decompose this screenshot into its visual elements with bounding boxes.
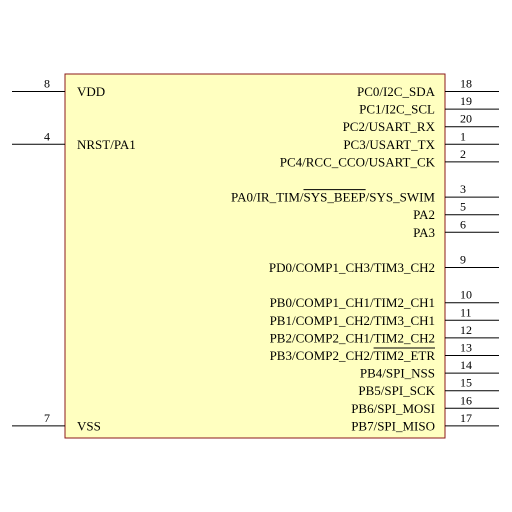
pin-number: 14 [460, 358, 472, 372]
pin-number: 8 [44, 77, 50, 91]
pin-number: 5 [460, 200, 466, 214]
pin-label: PB0/COMP1_CH1/TIM2_CH1 [270, 295, 435, 310]
pin-number: 17 [460, 411, 472, 425]
pin-label: NRST/PA1 [77, 137, 136, 152]
pin-label: PC2/USART_RX [343, 119, 436, 134]
pin-label: PB4/SPI_NSS [360, 366, 435, 381]
pin-label: PC4/RCC_CCO/USART_CK [280, 154, 436, 169]
pin-number: 7 [44, 411, 50, 425]
pin-label: PC1/I2C_SCL [359, 102, 435, 117]
pin-number: 6 [460, 217, 466, 231]
pin-number: 11 [460, 305, 472, 319]
pin-label: PD0/COMP1_CH3/TIM3_CH2 [269, 260, 435, 275]
ic-body [64, 73, 446, 439]
pin-label: PB3/COMP2_CH2/TIM2_ETR [270, 348, 436, 363]
pin-label: PB5/SPI_SCK [358, 383, 435, 398]
pin-number: 20 [460, 112, 472, 126]
pin-label: VSS [77, 418, 101, 433]
pin-label: PB6/SPI_MOSI [351, 401, 435, 416]
right-pin-group: 18PC0/I2C_SDA19PC1/I2C_SCL20PC2/USART_RX… [231, 77, 499, 433]
pin-number: 15 [460, 376, 472, 390]
pin-number: 10 [460, 288, 472, 302]
pin-label: PB7/SPI_MISO [351, 418, 435, 433]
pin-label: PB2/COMP2_CH1/TIM2_CH2 [270, 330, 435, 345]
pin-number: 12 [460, 323, 472, 337]
pin-number: 19 [460, 94, 472, 108]
pin-label: PB1/COMP1_CH2/TIM3_CH1 [270, 313, 435, 328]
pin-label: VDD [77, 84, 105, 99]
pin-number: 13 [460, 341, 472, 355]
pin-number: 1 [460, 129, 466, 143]
pin-number: 16 [460, 393, 472, 407]
pin-label: PA3 [413, 225, 435, 240]
pin-label: PC3/USART_TX [343, 137, 435, 152]
pin-number: 18 [460, 77, 472, 91]
pin-number: 3 [460, 182, 466, 196]
pin-label: PA0/IR_TIM/SYS_BEEP/SYS_SWIM [231, 190, 435, 205]
pin-label: PA2 [413, 207, 435, 222]
pin-number: 2 [460, 147, 466, 161]
pin-label: PC0/I2C_SDA [357, 84, 436, 99]
pin-number: 9 [460, 253, 466, 267]
pin-number: 4 [44, 129, 50, 143]
